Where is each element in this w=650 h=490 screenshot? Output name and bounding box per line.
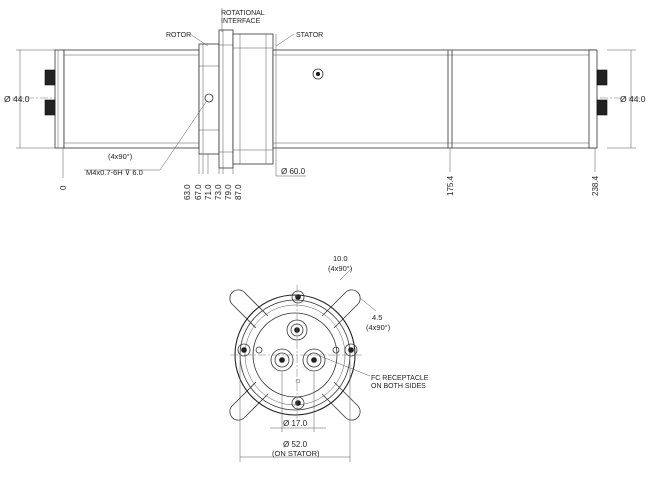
left-end-cap [54,49,65,149]
left-connector-top [44,69,56,86]
dim-79: 79.0 [224,184,233,200]
interface-flange [218,29,234,169]
bolt-bottom [291,396,305,410]
rotor-body [63,49,200,149]
slot-depth-note: (4x90°) [366,323,391,332]
rotational-interface-label-1: ROTATIONAL [221,10,265,17]
right-connector-bottom [596,99,608,116]
slot-depth-label: 4.5 [372,313,382,322]
small-hole-right [332,346,340,354]
dim-73: 73.0 [214,184,223,200]
rotational-interface-label-2: INTERFACE [221,18,261,25]
fc-receptacle-left [270,348,294,372]
slot-top-right [321,289,361,329]
dia-17-label: Ø 17.0 [283,419,308,428]
dia-60-label: Ø 60.0 [281,167,306,176]
stator-body [272,49,596,149]
rotor-label: ROTOR [166,32,191,39]
hole-note-1: (4x90°) [108,152,133,161]
side-view: Ø 44.0 Ø 44.0 ROTOR ROTATIONAL INTERFACE… [4,8,646,200]
end-inner-circle [252,312,338,398]
slot-width-note: (4x90°) [328,264,353,273]
pin-hole [295,378,301,384]
slot-top-left [229,289,269,329]
fc-receptacle-label-1: FC RECEPTACLE [371,375,429,382]
hole-note-2: M4x0.7-6H ⊽ 6.0 [86,168,143,177]
rotor-tapped-hole [204,93,214,103]
dia-right-label: Ø 44.0 [620,94,646,104]
dia-left-label: Ø 44.0 [4,94,30,104]
fc-receptacle-right [302,348,326,372]
bolt-top [291,290,305,304]
slot-bottom-right [321,381,361,421]
stator-label: STATOR [296,32,323,39]
right-end-cap [588,49,598,149]
dim-67: 67.0 [194,184,203,200]
bolt-left [237,343,251,357]
rotor-flange [198,43,220,155]
stator-screw [312,68,324,80]
slot-bottom-left [229,381,269,421]
dim-0: 0 [59,185,68,190]
dia-52-note: (ON STATOR) [272,449,320,458]
end-view: 10.0 (4x90°) 4.5 (4x90°) FC RECEPTACLE O… [229,254,429,462]
left-connector-bottom [44,99,56,116]
dim-175-4: 175.4 [446,175,455,196]
bolt-right [344,343,358,357]
stator-flange [232,33,274,165]
fc-receptacle-label-2: ON BOTH SIDES [371,383,426,390]
right-connector-top [596,69,608,86]
dim-63: 63.0 [183,184,192,200]
slot-width-label: 10.0 [333,254,348,263]
dia-52-label: Ø 52.0 [283,440,308,449]
dim-87: 87.0 [234,184,243,200]
dim-238-4: 238.4 [591,175,600,196]
dim-71: 71.0 [204,184,213,200]
small-hole-left [255,346,263,354]
